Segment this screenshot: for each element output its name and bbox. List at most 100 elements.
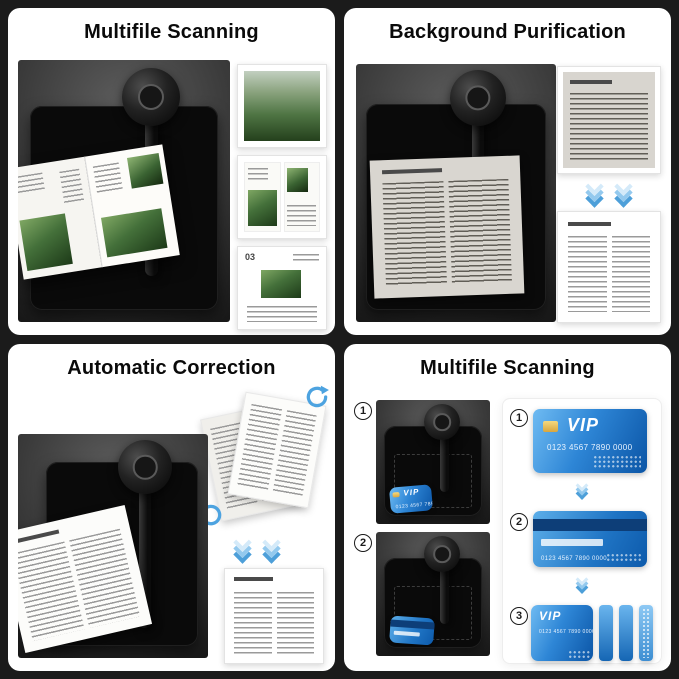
vip-card-back [389,615,435,646]
card-number: 0123 4567 7890 0000 [547,443,633,452]
card-strip [599,605,613,661]
plant-photo [100,208,168,258]
step-number-1: 1 [510,409,528,427]
scan-after-thumbnail [557,211,661,323]
text-columns [18,528,140,642]
scanner-head [122,68,180,126]
scanner-head [450,70,506,126]
scanner-photo [356,64,556,322]
text-lines [18,172,45,195]
card-number: 0123 4567 7890 0000 [541,556,607,562]
chevron-down-icon [575,479,589,500]
card-number: 0123 4567 7890 0000 [539,629,593,635]
scan-results-column: 03 [237,64,327,330]
magnetic-stripe [533,519,647,531]
scanner-photo-card-back [376,532,490,656]
halftone-dots [568,650,590,658]
scanner-head [424,404,460,440]
text-lines [611,236,650,313]
scanned-spread-thumbnail [237,155,327,239]
plant-photo [19,213,73,272]
scanned-photo-thumbnail [237,64,327,148]
corrected-document-thumbnail [224,568,324,664]
text-columns [568,236,650,313]
text-columns [233,591,315,655]
card-number: 0123 4567 7890 0000 [395,499,434,511]
vip-card-back: 0123 4567 7890 0000 [533,511,647,567]
text-lines [246,306,318,323]
plant-photo [247,190,277,226]
text-lines [447,179,512,285]
combined-scan-result: VIP 0123 4567 7890 0000 [531,605,657,661]
card-chip [543,421,558,432]
document-before [369,155,525,299]
step-number-1: 1 [354,402,372,420]
page-thumbnail [283,162,320,232]
correction-arrows [233,533,281,564]
text-lines [287,205,317,226]
chevron-down-icon [233,533,252,564]
signature-strip [541,539,603,546]
halftone-dots [606,553,642,563]
card-scan-flow: 1 VIP 0123 4567 7890 0000 2 0123 4567 78… [502,398,662,664]
panel-title: Automatic Correction [67,357,276,379]
card-strip [619,605,633,661]
text-heading [233,577,273,582]
scanner-photo [18,60,230,322]
text-lines [233,591,272,655]
text-lines [382,181,447,288]
text-lines [276,591,315,655]
vip-card-front: VIP 0123 4567 7890 0000 [531,605,593,661]
vip-card-front: VIP 0123 4567 7890 0000 [533,409,647,473]
text-heading [570,79,612,84]
text-lines [92,162,124,194]
step-number-2: 2 [510,513,528,531]
gray-page [563,72,655,168]
panel-multifile-scanning-top: Multifile Scanning [8,8,335,335]
scanned-page-thumbnail: 03 [237,246,327,330]
scanner-head [118,440,172,494]
text-heading [18,529,60,545]
halftone-dots [593,455,641,468]
signature-strip [393,630,420,637]
page-number: 03 [245,252,256,262]
panel-title: Multifile Scanning [420,357,595,379]
plant-photo [260,269,302,298]
card-brand: VIP [567,415,600,435]
scanner-head [424,536,460,572]
panel-multifile-scanning-bottom: Multifile Scanning 1 VIP 0123 4567 7890 … [344,344,671,671]
step-number-2: 2 [354,534,372,552]
text-heading [568,221,612,226]
scan-zone [394,454,472,508]
text-lines [59,168,85,203]
plant-photo [244,71,320,141]
text-lines [247,168,269,181]
step-number-3: 3 [510,607,528,625]
chevron-down-icon [614,177,633,208]
panel-automatic-correction: Automatic Correction [8,344,335,671]
chevron-down-icon [575,573,589,594]
text-lines [570,93,648,161]
plant-photo [287,168,308,192]
text-lines [568,236,607,313]
card-brand: VIP [539,609,562,623]
purify-arrows [585,177,633,208]
scanner-arm [440,430,449,492]
card-strip [639,605,653,661]
rotate-arrow-icon [306,385,329,408]
vip-card-front: VIP 0123 4567 7890 0000 [388,484,434,514]
magnetic-stripe [390,619,435,630]
chevron-down-icon [585,177,604,208]
card-chip [392,491,400,498]
chevron-down-icon [262,533,281,564]
scan-before-thumbnail [557,66,661,174]
scanner-photo-card-front: VIP 0123 4567 7890 0000 [376,400,490,524]
page-thumbnail [244,162,281,232]
scanner-arm [440,562,449,624]
panel-title: Multifile Scanning [84,21,259,43]
text-columns [237,404,317,496]
before-after-column [557,66,661,323]
card-brand: VIP [403,487,420,498]
panel-title: Background Purification [389,21,626,43]
